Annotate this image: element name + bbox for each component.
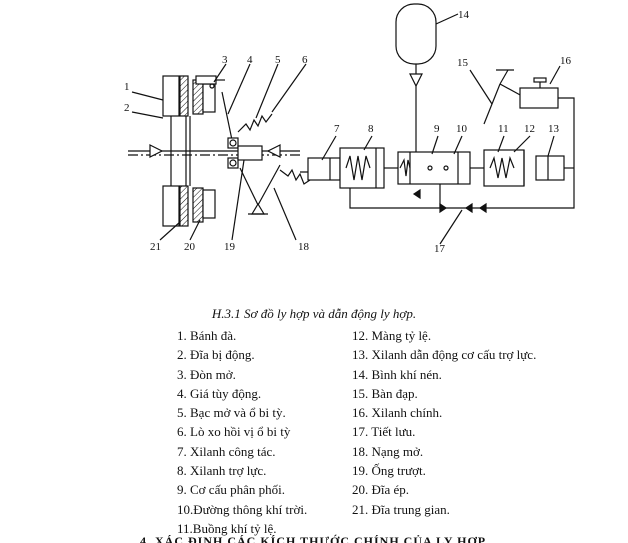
legend-item: 9. Cơ cấu phân phối. xyxy=(177,482,285,498)
callout-4: 4 xyxy=(247,54,253,66)
callout-9: 9 xyxy=(434,123,440,135)
figure-caption: H.3.1 Sơ đồ ly hợp và dẫn động ly hợp. xyxy=(211,306,417,321)
legend-item: 1. Bánh đà. xyxy=(177,328,237,343)
legend-item: 19. Ống trượt. xyxy=(352,463,426,479)
callout-21: 21 xyxy=(150,241,161,253)
legend-item: 5. Bạc mở và ổ bi tỳ. xyxy=(177,405,286,421)
callout-19: 19 xyxy=(224,241,236,253)
legend-item: 8. Xilanh trợ lực. xyxy=(177,463,267,479)
legend-item: 4. Giá tùy động. xyxy=(177,385,262,401)
legend-item: 12. Màng tỷ lệ. xyxy=(352,328,432,343)
callout-18: 18 xyxy=(298,241,310,253)
callout-2: 2 xyxy=(124,102,130,114)
callout-13: 13 xyxy=(548,123,560,135)
legend-item: 13. Xilanh dẫn động cơ cấu trợ lực. xyxy=(352,347,537,363)
callout-5: 5 xyxy=(275,54,281,66)
legend-item: 7. Xilanh công tác. xyxy=(177,443,276,459)
clutch-diagram: 1 2 3 4 5 6 7 8 9 10 11 12 13 14 15 16 1… xyxy=(124,3,575,255)
legend-item: 2. Đĩa bị động. xyxy=(177,347,255,363)
callout-6: 6 xyxy=(302,54,308,66)
legend-item: 17. Tiết lưu. xyxy=(352,424,416,440)
legend-item: 20. Đĩa ép. xyxy=(352,482,410,498)
legend-left: 1. Bánh đà. 2. Đĩa bị động. 3. Đòn mở. 4… xyxy=(177,326,307,538)
callout-12: 12 xyxy=(524,123,535,135)
callout-7: 7 xyxy=(334,123,340,135)
legend-item: 3. Đòn mở. xyxy=(177,366,236,382)
callout-14: 14 xyxy=(458,9,470,21)
callout-11: 11 xyxy=(498,123,509,135)
callout-20: 20 xyxy=(184,241,196,253)
legend-item: 21. Đĩa trung gian. xyxy=(352,501,450,517)
legend-item: 11.Buồng khí tỷ lệ. xyxy=(177,520,277,536)
callout-15: 15 xyxy=(457,57,469,69)
legend-item: 15. Bàn đạp. xyxy=(352,385,418,401)
callout-16: 16 xyxy=(560,55,572,67)
section-heading: 4. XÁC ĐỊNH CÁC KÍCH THƯỚC CHÍNH CỦA LY … xyxy=(140,534,487,543)
legend-item: 14. Bình khí nén. xyxy=(352,366,442,382)
legend-item: 6. Lò xo hồi vị ổ bi tỳ xyxy=(177,424,291,440)
legend-item: 18. Nạng mở. xyxy=(352,443,424,459)
callout-17: 17 xyxy=(434,243,446,255)
legend-item: 10.Đường thông khí trời. xyxy=(177,501,308,517)
legend-item: 16. Xilanh chính. xyxy=(352,405,443,421)
callout-3: 3 xyxy=(222,54,228,66)
legend-right: 12. Màng tỷ lệ. 13. Xilanh dẫn động cơ c… xyxy=(352,326,536,519)
callout-10: 10 xyxy=(456,123,468,135)
callout-8: 8 xyxy=(368,123,374,135)
callout-1: 1 xyxy=(124,81,130,93)
